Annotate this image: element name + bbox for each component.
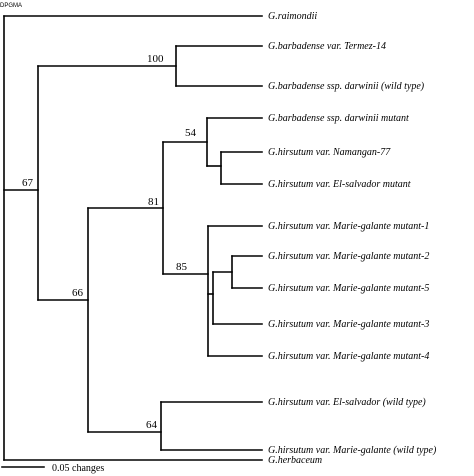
bootstrap-label: 54 (185, 127, 197, 139)
taxon-label: G.hirsutum var. Marie-galante mutant-2 (268, 251, 429, 262)
bootstrap-label: 81 (148, 196, 159, 208)
taxon-label: G.hirsutum var. Marie-galante mutant-5 (268, 283, 429, 294)
taxon-label: G.barbadense ssp. darwinii (wild type) (268, 81, 425, 92)
taxon-label: G.hirsutum var. El-salvador mutant (268, 179, 411, 190)
bootstrap-label: 64 (146, 419, 158, 431)
corner-label: DPGMA (0, 3, 22, 9)
bootstrap-label: 85 (176, 261, 188, 273)
taxon-label: G.barbadense var. Termez-14 (268, 41, 386, 52)
taxon-label: G.hirsutum var. Marie-galante mutant-3 (268, 319, 429, 330)
taxon-label: G.raimondii (268, 11, 317, 22)
bootstrap-label: 100 (147, 53, 164, 65)
taxon-label: G.hirsutum var. Marie-galante mutant-1 (268, 221, 429, 232)
taxon-label: G.herbaceum (268, 455, 322, 466)
taxon-label: G.hirsutum var. Namangan-77 (268, 147, 391, 158)
taxon-label: G.hirsutum var. Marie-galante mutant-4 (268, 351, 429, 362)
bootstrap-label: 67 (22, 177, 34, 189)
taxon-label: G.hirsutum var. Marie-galante (wild type… (268, 445, 437, 456)
taxon-label: G.hirsutum var. El-salvador (wild type) (268, 397, 426, 408)
bootstrap-label: 66 (72, 287, 84, 299)
taxon-label: G.barbadense ssp. darwinii mutant (268, 113, 409, 124)
scale-bar-label: 0.05 changes (52, 463, 104, 474)
